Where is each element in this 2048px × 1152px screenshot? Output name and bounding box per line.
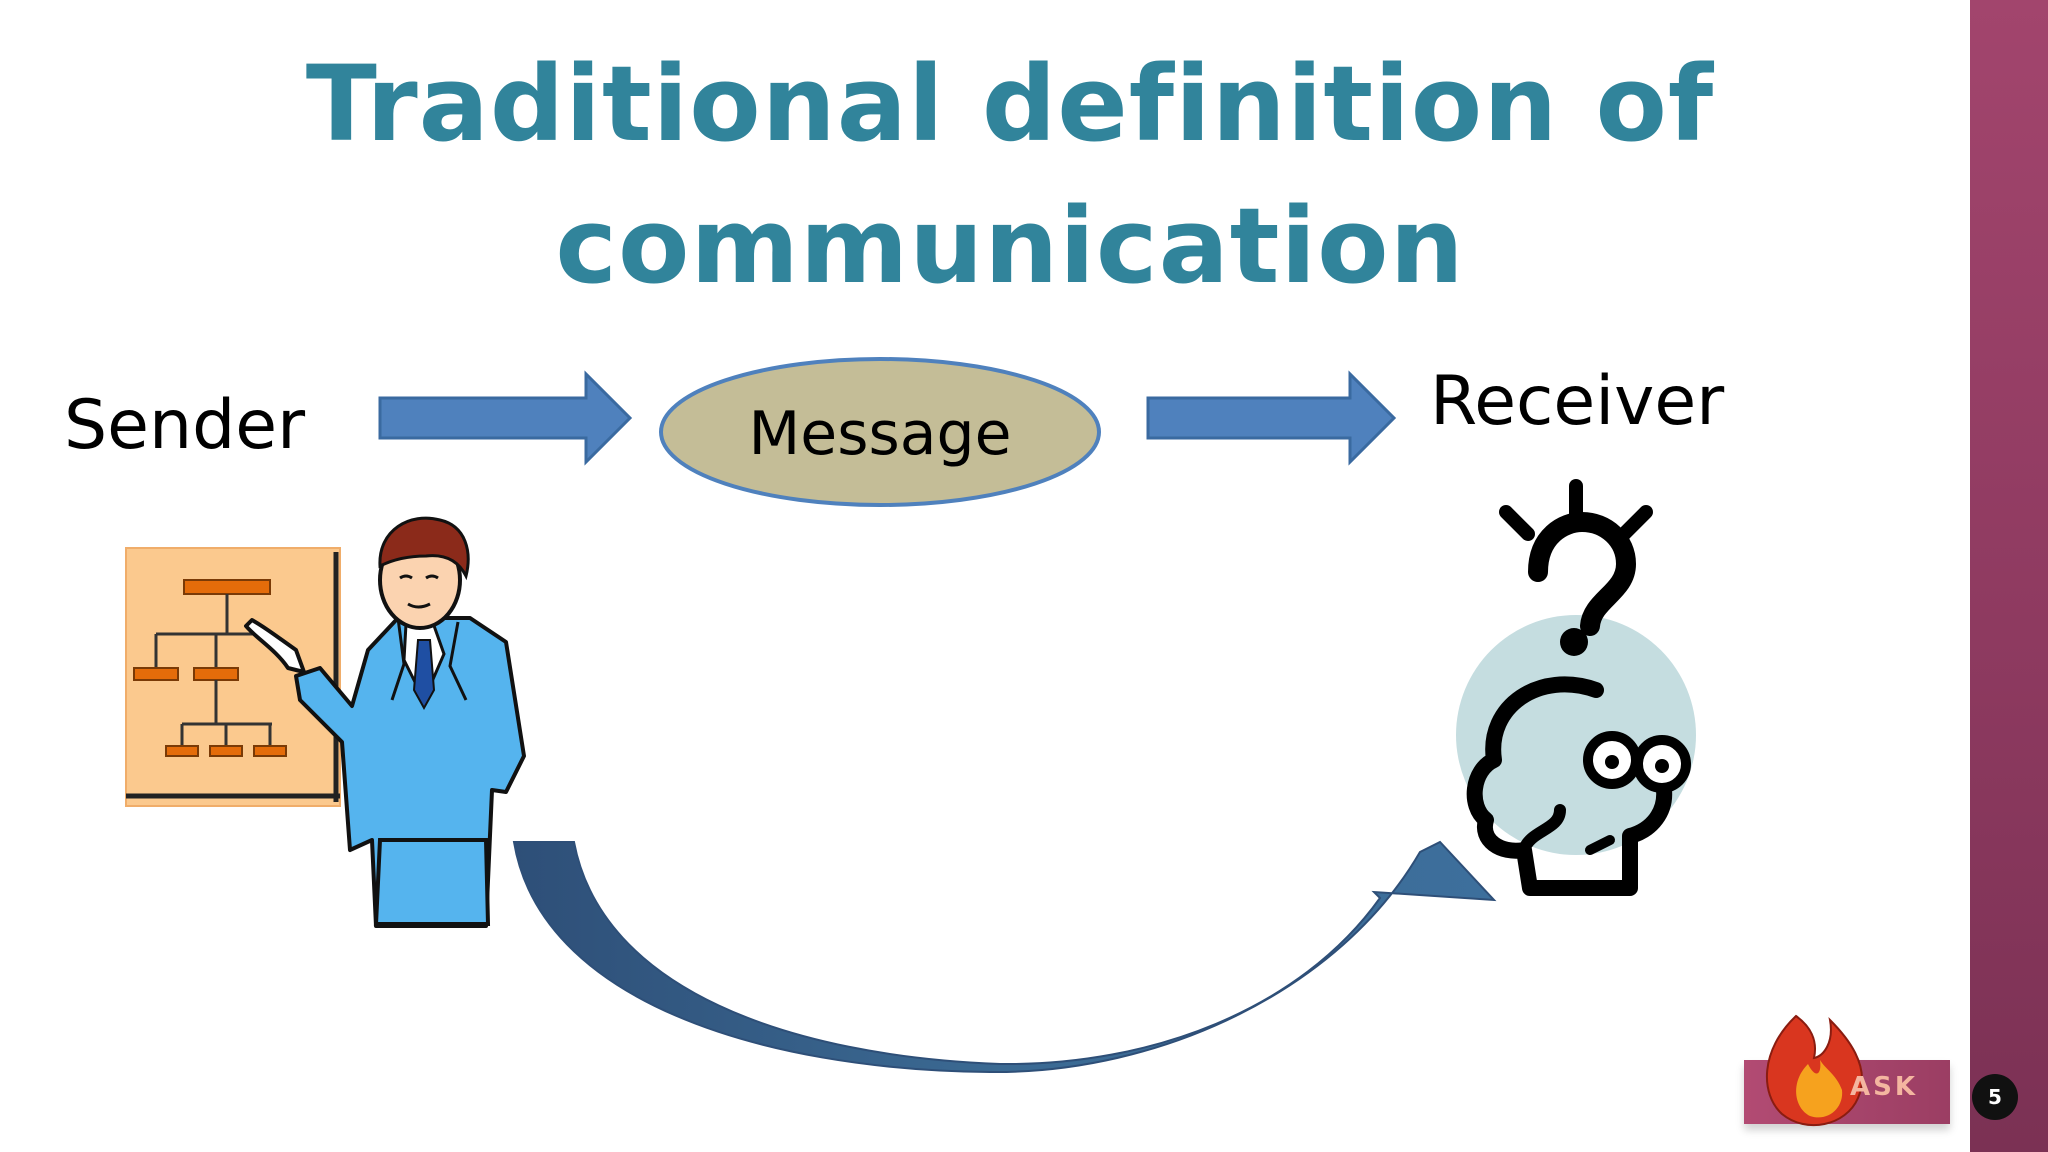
presenter-with-org-chart-icon: [125, 516, 526, 928]
receiver-label: Receiver: [1430, 362, 1725, 441]
page-number-badge: 5: [1972, 1074, 2018, 1120]
confused-person-question-icon: [1456, 479, 1696, 896]
curved-feedback-arrow-icon: [512, 840, 1497, 1074]
arrow-sender-to-message: [378, 370, 633, 466]
message-label: Message: [748, 399, 1012, 469]
logo-text: ASK: [1850, 1072, 1918, 1102]
sender-label: Sender: [64, 386, 306, 465]
slide-title-line-1: Traditional definition of: [305, 43, 1715, 165]
ask-logo-box: [1744, 1060, 1950, 1124]
decorative-side-band: [1970, 0, 2048, 1152]
message-ellipse: [659, 357, 1101, 507]
slide-title-line-2: communication: [555, 185, 1465, 307]
arrow-message-to-receiver: [1146, 370, 1397, 466]
